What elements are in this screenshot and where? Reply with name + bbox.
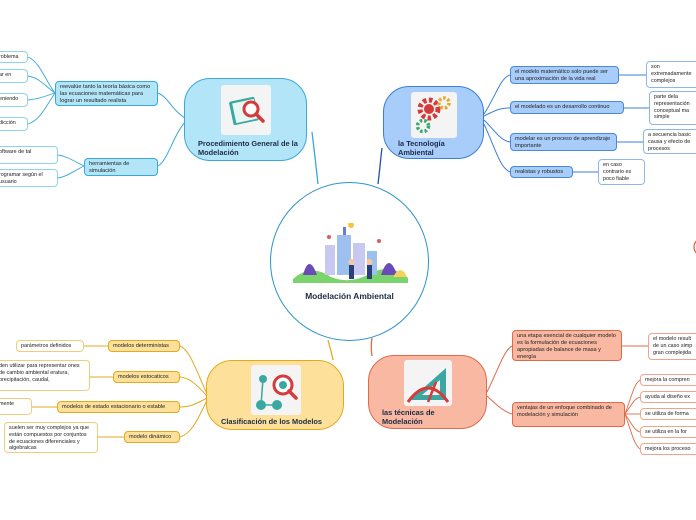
leaf-text[interactable]: se utiliza en la for bbox=[640, 426, 696, 438]
leaf-text[interactable]: oftware de tal bbox=[0, 146, 58, 164]
subtopic-reevalue[interactable]: reevalúe tanto la teoría básica como las… bbox=[55, 81, 158, 106]
leaf-text[interactable]: ar en bbox=[0, 69, 28, 83]
subtopic-ventajas[interactable]: ventajas de un enfoque combinado de mode… bbox=[512, 402, 625, 427]
leaf-text[interactable]: se utiliza de forma bbox=[640, 408, 696, 420]
leaf-text[interactable]: en caso contrario es poco fiable bbox=[598, 159, 645, 185]
leaf-text[interactable]: ayuda al diseño ex bbox=[640, 391, 696, 403]
topic-procedimiento-general[interactable]: Procedimiento General de la Modelación bbox=[184, 78, 307, 161]
subtopic-deterministas[interactable]: modelos deterministas bbox=[108, 340, 180, 352]
topic-clasificacion-modelos[interactable]: Clasificación de los Modelos bbox=[206, 360, 344, 430]
central-topic[interactable]: Modelación Ambiental bbox=[270, 182, 429, 341]
subtopic-realistas[interactable]: realistas y robustos bbox=[510, 166, 573, 178]
environment-city-illustration bbox=[293, 223, 408, 283]
leaf-text[interactable]: a secuencia basic causa y efecto de proc… bbox=[643, 129, 696, 154]
leaf-text[interactable]: el modelo result de un caso simp gran co… bbox=[648, 333, 696, 360]
leaf-text[interactable]: parámetros definidos bbox=[16, 340, 84, 352]
leaf-text[interactable]: mejora la compren bbox=[640, 374, 696, 386]
leaf-text[interactable]: mente bbox=[0, 398, 32, 415]
topic-tecnologia-ambiental[interactable]: la Tecnología Ambiental bbox=[383, 86, 484, 159]
leaf-text[interactable]: son extremadamente complejos bbox=[646, 61, 696, 88]
topic-title: la Tecnología Ambiental bbox=[398, 139, 445, 157]
subtopic-etapa-esencial[interactable]: una etapa esencial de cualquier modelo e… bbox=[512, 330, 622, 361]
offscreen-node-edge bbox=[693, 240, 696, 254]
leaf-text[interactable]: dicción bbox=[0, 117, 28, 131]
central-topic-title: Modelación Ambiental bbox=[305, 291, 394, 301]
topic-title: Clasificación de los Modelos bbox=[221, 417, 323, 426]
topic-title: las técnicas de Modelación bbox=[382, 408, 435, 426]
subtopic-aproximacion[interactable]: el modelo matemático solo puede ser una … bbox=[510, 66, 619, 84]
subtopic-desarrollo-continuo[interactable]: el modelado es un desarrollo continuo bbox=[510, 101, 624, 114]
subtopic-estacionario[interactable]: modelos de estado estacionario o estable bbox=[57, 401, 180, 413]
gears-icon bbox=[411, 92, 457, 138]
topic-title: Procedimiento General de la Modelación bbox=[198, 139, 298, 157]
leaf-text[interactable]: parte dela representación conceptual ma … bbox=[649, 91, 696, 125]
leaf-text[interactable]: rogramar según el usuario bbox=[0, 169, 58, 187]
leaf-text[interactable]: den utilizar para representar ones de ca… bbox=[0, 360, 90, 391]
leaf-text[interactable]: suelen ser muy complejos ya que están co… bbox=[4, 422, 98, 453]
triangle-ruler-icon bbox=[404, 360, 452, 406]
topic-tecnicas-modelacion[interactable]: las técnicas de Modelación bbox=[368, 355, 487, 429]
network-search-icon bbox=[251, 365, 301, 415]
search-document-icon bbox=[221, 85, 271, 135]
subtopic-herramientas[interactable]: herramientas de simulación bbox=[84, 158, 158, 176]
subtopic-aprendizaje[interactable]: modelar es un proceso de aprendizaje imp… bbox=[510, 133, 617, 151]
subtopic-dinamico[interactable]: modelo dinámico bbox=[124, 431, 180, 443]
subtopic-estocaticos[interactable]: modelos estocaticos bbox=[113, 371, 180, 383]
leaf-text[interactable]: eniendo bbox=[0, 93, 28, 107]
leaf-text[interactable]: mejora los proceso bbox=[640, 443, 696, 455]
leaf-text[interactable]: roblema bbox=[0, 51, 28, 63]
